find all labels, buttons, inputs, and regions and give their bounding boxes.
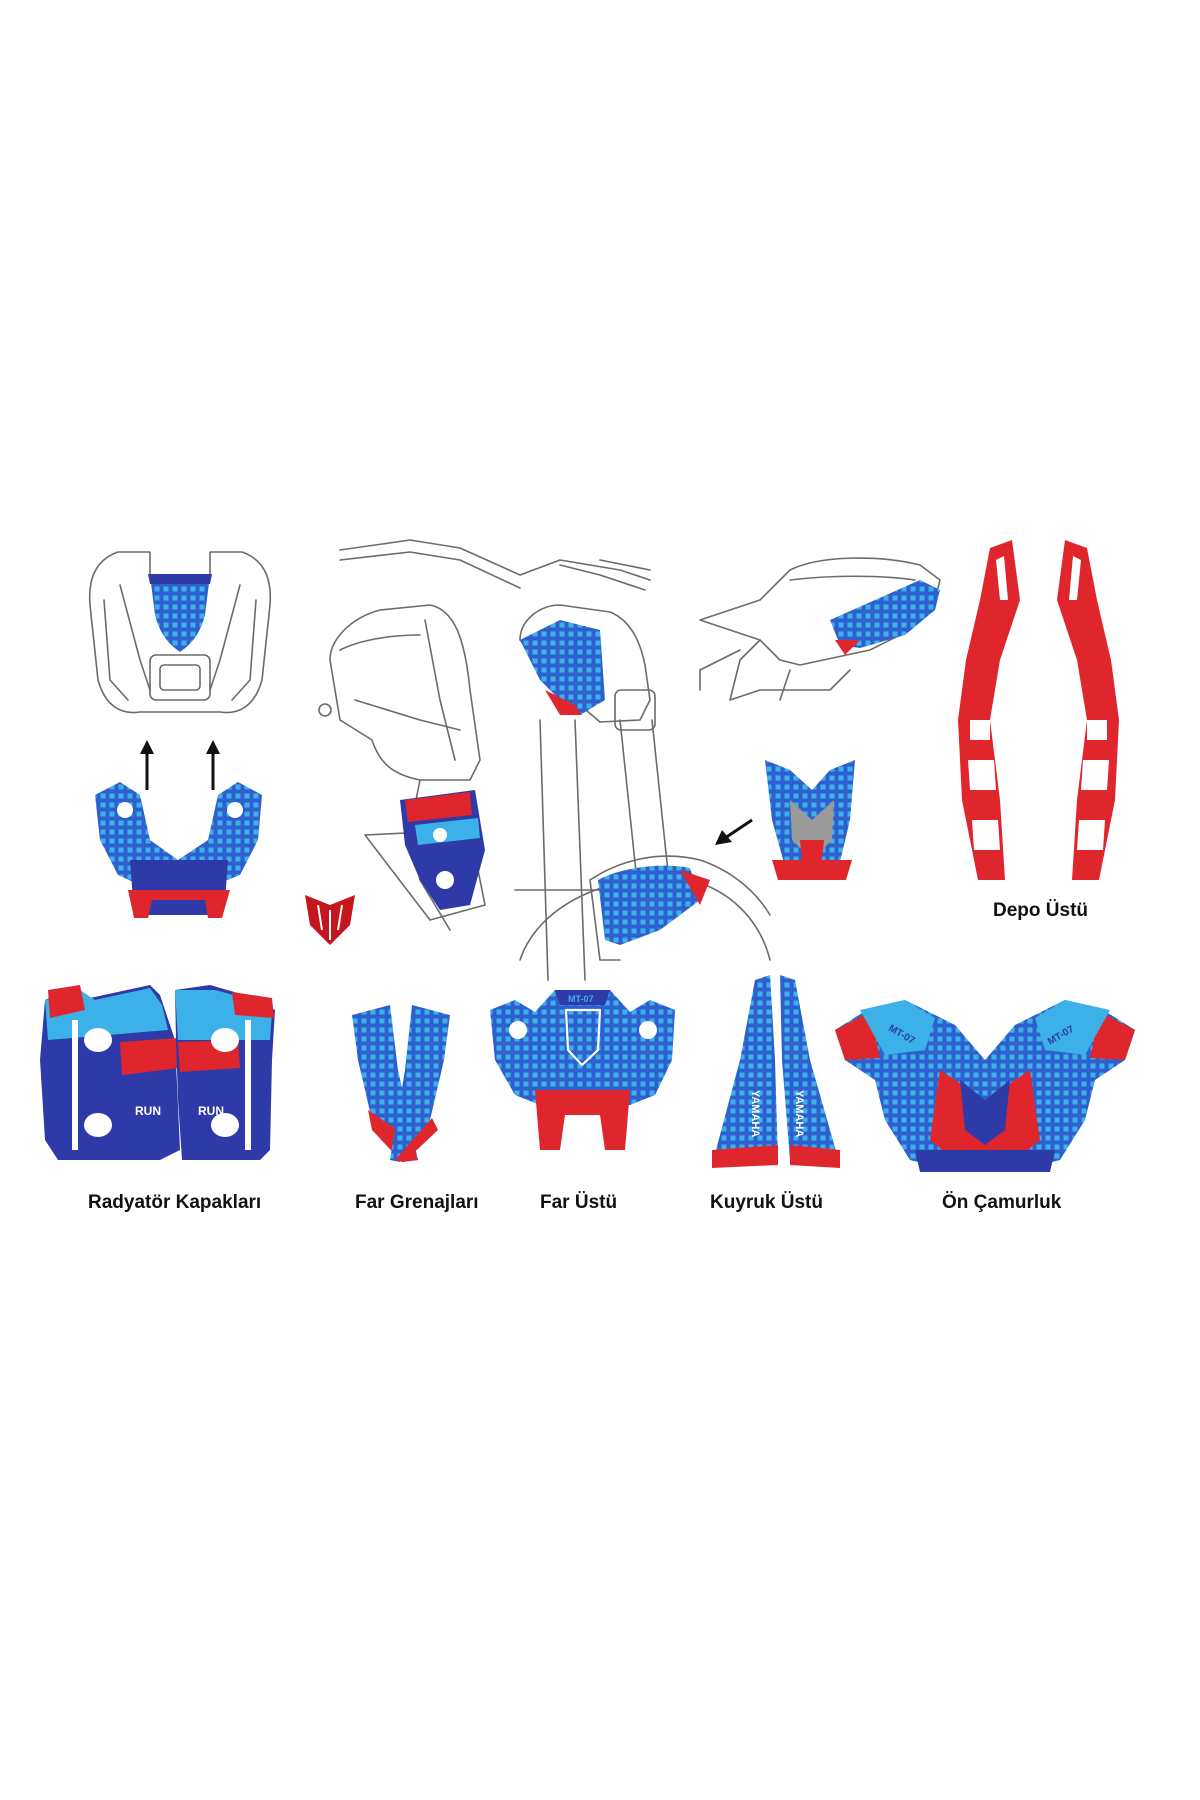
label-on-camurluk: Ön Çamurluk (942, 1192, 1062, 1213)
label-radyator-kapaklari: Radyatör Kapakları (88, 1192, 262, 1213)
motorcycle-front-outline (318, 539, 771, 981)
tail-top-strip-left: YAMAHA (712, 975, 778, 1168)
up-arrow-right (206, 740, 220, 790)
front-fender-decal: MT-07 MT-07 (835, 1000, 1135, 1172)
label-kuyruk-ustu: Kuyruk Üstü (710, 1192, 823, 1213)
tail-top-strip-right: YAMAHA (780, 975, 840, 1168)
diagonal-arrow (715, 818, 753, 845)
label-far-grenajlari: Far Grenajları (355, 1192, 479, 1213)
label-far-ustu: Far Üstü (540, 1192, 618, 1213)
front-fender-decal-preview (765, 760, 855, 880)
up-arrow-left (140, 740, 154, 790)
tank-top-strip-left (958, 540, 1020, 880)
radiator-cover-right: RUN (175, 985, 275, 1160)
headlight-top-decal: MT-07 (490, 990, 675, 1150)
radiator-cover-left: RUN (40, 985, 180, 1160)
seat-tail-outline (699, 557, 941, 701)
radiator-right-run-text: RUN (198, 1104, 224, 1118)
radiator-left-run-text: RUN (135, 1104, 161, 1118)
label-depo-ustu: Depo Üstü (993, 900, 1088, 921)
headlight-cowl-outline (88, 551, 272, 714)
headlight-top-decal-preview (95, 782, 262, 918)
tank-top-strip-right (1057, 540, 1119, 880)
mt-logo-icon (305, 895, 355, 945)
tail-right-brand-text: YAMAHA (793, 1090, 805, 1137)
tail-left-brand-text: YAMAHA (749, 1090, 761, 1137)
far-ustu-model-text: MT-07 (568, 994, 594, 1004)
headlight-side-trim-right (390, 1005, 450, 1162)
